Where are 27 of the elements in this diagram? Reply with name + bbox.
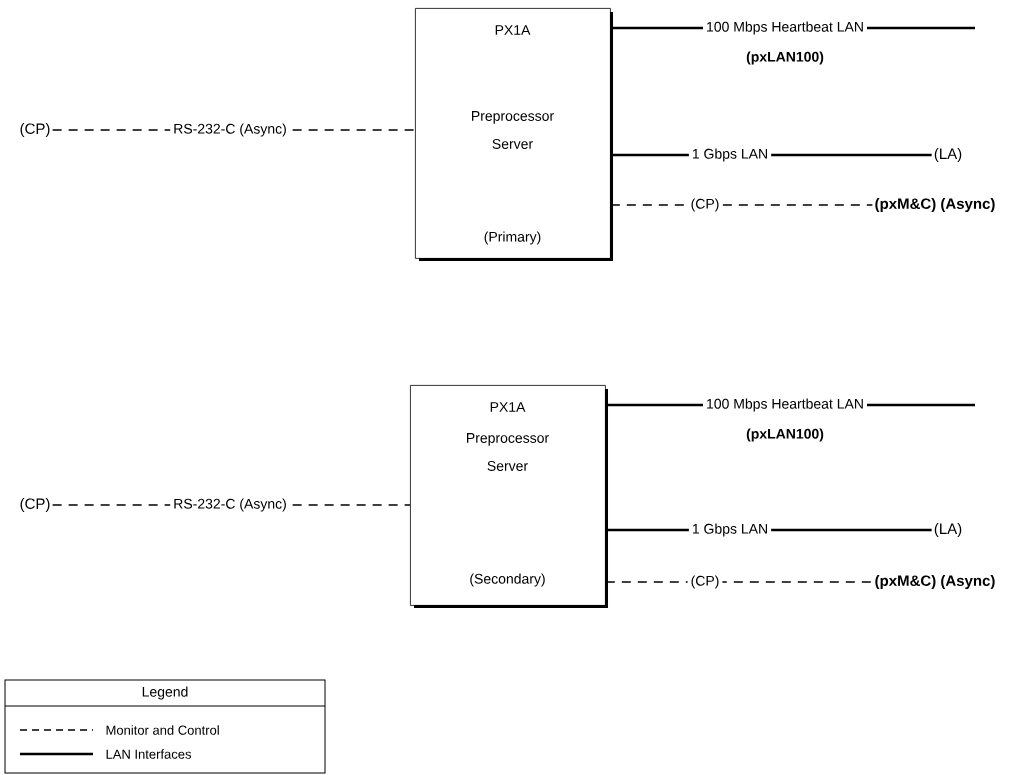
- endpoint-label: (pxM&C) (Async): [875, 198, 995, 212]
- edge-label: 100 Mbps Heartbeat LAN: [703, 395, 867, 415]
- edge-label: 1 Gbps LAN: [688, 520, 772, 540]
- box-text: Preprocessor Server: [472, 111, 554, 149]
- legend-text: Monitor and Control: [106, 725, 219, 735]
- box-text: PX1A: [490, 402, 526, 412]
- edge-label: 1 Gbps LAN: [688, 145, 772, 165]
- edge-label: RS-232-C (Async): [170, 495, 290, 515]
- edge-label: RS-232-C (Async): [170, 120, 290, 140]
- interface-name: (pxLAN100): [746, 428, 824, 442]
- endpoint-label: (LA): [934, 148, 962, 162]
- edge-label: (CP): [687, 572, 723, 592]
- interface-name: (pxLAN100): [746, 51, 824, 65]
- legend-title: Legend: [142, 686, 188, 700]
- box-text: (Primary): [484, 231, 541, 245]
- connector-line: [605, 581, 874, 583]
- endpoint-label: (CP): [20, 498, 50, 512]
- connector-line: [610, 204, 874, 206]
- endpoint-label: (LA): [934, 523, 962, 537]
- endpoint-label: (pxM&C) (Async): [875, 575, 995, 589]
- box-text: (Secondary): [470, 573, 545, 587]
- box-text: PX1A: [495, 25, 531, 35]
- edge-label: 100 Mbps Heartbeat LAN: [703, 18, 867, 38]
- endpoint-label: (CP): [20, 123, 50, 137]
- legend-text: LAN Interfaces: [106, 749, 192, 759]
- edge-label: (CP): [687, 195, 723, 215]
- box-text: Preprocessor Server: [467, 433, 549, 471]
